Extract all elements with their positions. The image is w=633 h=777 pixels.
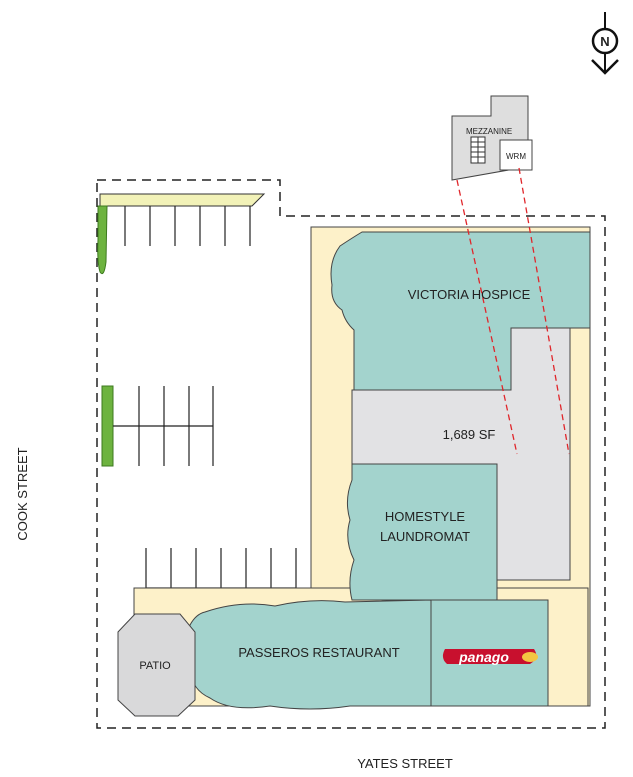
property-boundary <box>96 179 606 729</box>
north-arrow-letter: N <box>600 34 609 49</box>
wrm-label: WRM <box>506 152 526 161</box>
north-arrow-icon: N <box>591 12 619 75</box>
mezzanine-floorplan: MEZZANINE WRM <box>451 95 533 181</box>
parking-stalls-bottom <box>145 548 297 589</box>
patio-area <box>117 613 196 717</box>
landscape-strip-middle <box>101 385 114 467</box>
yates-street-label: YATES STREET <box>357 756 453 771</box>
parking-top-strip <box>99 193 266 207</box>
patio-label: PATIO <box>139 660 171 672</box>
victoria-hospice-label: VICTORIA HOSPICE <box>408 287 531 302</box>
mezzanine-label: MEZZANINE <box>466 127 512 136</box>
panago-logo: panago <box>442 649 538 665</box>
passeros-restaurant-label: PASSEROS RESTAURANT <box>238 645 399 660</box>
parking-stalls-top <box>124 206 251 246</box>
laundromat-label-line2: LAUNDROMAT <box>380 529 470 544</box>
unit-laundromat <box>346 463 498 601</box>
mezzanine-pointer-lines <box>456 167 570 455</box>
laundromat-label-line1: HOMESTYLE <box>385 509 466 524</box>
parking-stalls-middle <box>113 386 214 466</box>
available-unit-label: 1,689 SF <box>443 427 496 442</box>
unit-victoria-hospice <box>330 231 591 391</box>
cook-street-label: COOK STREET <box>15 447 30 540</box>
stairs-icon <box>470 136 486 164</box>
panago-logo-text: panago <box>458 649 509 665</box>
landscape-strip-top <box>97 205 108 275</box>
